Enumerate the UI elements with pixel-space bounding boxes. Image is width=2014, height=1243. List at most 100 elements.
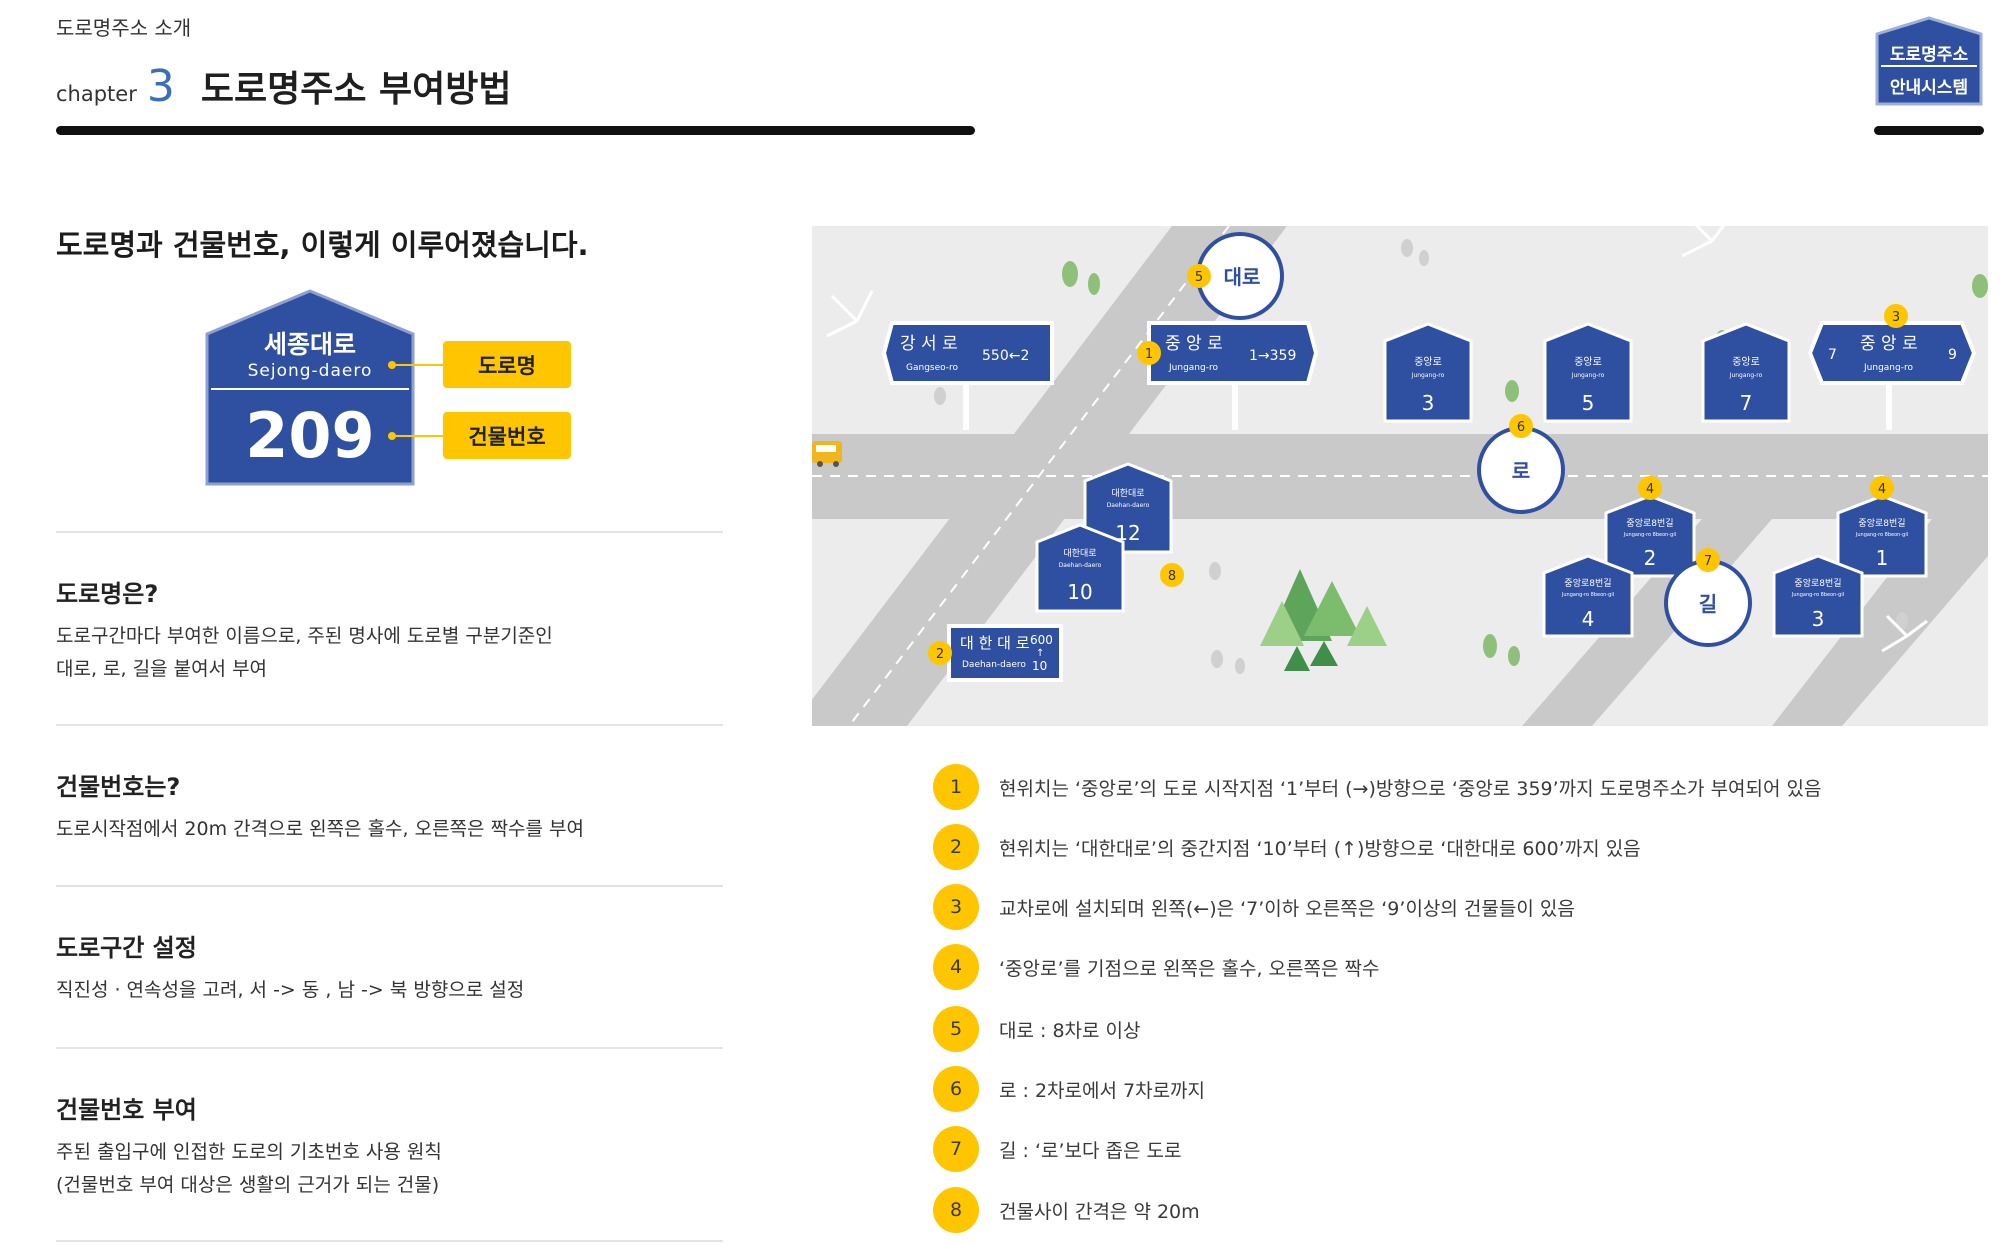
svg-text:4: 4 — [1878, 482, 1886, 497]
diagonal-road-gil-2 — [1772, 519, 1988, 726]
chapter-number: 3 — [146, 61, 175, 112]
house-number: 4 — [1582, 607, 1595, 631]
legend-item: 8 건물사이 간격은 약 20m — [933, 1185, 1200, 1235]
svg-text:중앙로8번길: 중앙로8번길 — [1794, 577, 1841, 589]
chapter-label: chapter — [56, 82, 137, 106]
legend-item: 3 교차로에 설치되며 왼쪽(←)은 ‘7’이하 오른쪽은 ‘9’이상의 건물들… — [933, 882, 1575, 932]
legend-item: 2 현위치는 ‘대한대로’의 중간지점 ‘10’부터 (↑)방향으로 ‘대한대로… — [933, 822, 1641, 872]
legend-item: 6 로 : 2차로에서 7차로까지 — [933, 1064, 1205, 1114]
house-number: 7 — [1740, 391, 1753, 415]
windmill-icon — [826, 226, 1928, 653]
svg-text:4: 4 — [1646, 482, 1654, 497]
house-number: 3 — [1812, 607, 1825, 631]
svg-text:중앙로8번길: 중앙로8번길 — [1858, 517, 1905, 529]
house-plate-jungang-7: 중앙로 Jungang-ro 7 — [1701, 322, 1791, 423]
legend-text: 로 : 2차로에서 7차로까지 — [999, 1079, 1206, 1102]
legend-number: 4 — [933, 944, 979, 990]
svg-text:Daehan-daero: Daehan-daero — [1107, 502, 1150, 509]
legend-number: 3 — [933, 884, 979, 930]
svg-text:6: 6 — [1517, 420, 1525, 435]
legend-text: 대로 : 8차로 이상 — [999, 1019, 1141, 1042]
circle-daero: 대로 — [1196, 232, 1284, 320]
jungang-ro-intersection-sign: 7 중 앙 로 Jungang-ro 9 — [1807, 321, 1977, 385]
map-marker-2: 2 — [928, 641, 952, 665]
callout-connectors — [388, 361, 445, 440]
bus-icon — [812, 441, 842, 467]
svg-text:3: 3 — [1892, 310, 1900, 325]
svg-text:Jungang-ro 8beon-gil: Jungang-ro 8beon-gil — [1623, 532, 1676, 538]
map-marker-4: 4 — [1638, 476, 1662, 500]
address-sign-example: 세종대로 Sejong-daero 209 — [205, 289, 415, 486]
house-plate-jungang-3: 중앙로 Jungang-ro 3 — [1383, 322, 1473, 423]
house-number: 1 — [1876, 546, 1889, 570]
divider — [56, 885, 723, 887]
svg-text:중앙로8번길: 중앙로8번길 — [1626, 517, 1673, 529]
circle-gil: 길 — [1664, 559, 1752, 647]
map-illustration: 강 서 로 Gangseo-ro 550←2 중 앙 로 Jungang-ro … — [812, 226, 1988, 726]
house-plate-gil-1: 중앙로8번길 Jungang-ro 8beon-gil 1 — [1836, 494, 1928, 578]
house-number: 10 — [1067, 580, 1092, 604]
svg-text:Jungang-ro: Jungang-ro — [1571, 372, 1605, 379]
logo-line2: 안내시스템 — [1889, 78, 1969, 98]
gangseo-en: Gangseo-ro — [906, 363, 959, 373]
svg-text:Jungang-ro: Jungang-ro — [1729, 372, 1763, 379]
intersection-ko: 중 앙 로 — [1860, 334, 1918, 354]
daehan-bottom: 10 — [1032, 659, 1047, 673]
circle-ro: 로 — [1477, 426, 1565, 514]
definition-line: 도로구간마다 부여한 이름으로, 주된 명사에 도로별 구분기준인 — [56, 625, 553, 647]
legend-item: 7 길 : ‘로’보다 좁은 도로 — [933, 1124, 1181, 1174]
svg-text:7: 7 — [1704, 554, 1712, 569]
callout-road-name: 도로명 — [443, 341, 571, 388]
daehan-en: Daehan-daero — [962, 660, 1026, 670]
legend-text: 현위치는 ‘대한대로’의 중간지점 ‘10’부터 (↑)방향으로 ‘대한대로 6… — [999, 837, 1641, 860]
map-marker-4: 4 — [1870, 476, 1894, 500]
system-logo[interactable]: 도로명주소 안내시스템 — [1875, 16, 1983, 106]
svg-text:로: 로 — [1512, 459, 1530, 483]
svg-text:대한대로: 대한대로 — [1063, 548, 1096, 559]
divider — [56, 724, 723, 726]
house-plate-gil-4: 중앙로8번길 Jungang-ro 8beon-gil 4 — [1542, 554, 1634, 638]
svg-text:길: 길 — [1699, 592, 1717, 616]
map-marker-7: 7 — [1696, 548, 1720, 572]
callout-building-number: 건물번호 — [443, 412, 571, 459]
breadcrumb[interactable]: 도로명주소 소개 — [56, 16, 192, 40]
legend-number: 7 — [933, 1126, 979, 1172]
legend-text: 건물사이 간격은 약 20m — [999, 1200, 1200, 1223]
definition-text: 도로시작점에서 20m 간격으로 왼쪽은 홀수, 오른쪽은 짝수를 부여 — [56, 813, 716, 846]
legend-item: 4 ‘중앙로’를 기점으로 왼쪽은 홀수, 오른쪽은 짝수 — [933, 942, 1379, 992]
svg-text:Jungang-ro: Jungang-ro — [1411, 372, 1445, 379]
legend-number: 6 — [933, 1066, 979, 1112]
section-heading: 도로명과 건물번호, 이렇게 이루어졌습니다. — [56, 228, 589, 262]
house-plate-gil-3: 중앙로8번길 Jungang-ro 8beon-gil 3 — [1772, 554, 1864, 638]
svg-text:대로: 대로 — [1224, 265, 1261, 289]
definition-line: 대로, 로, 길을 붙여서 부여 — [56, 658, 268, 680]
legend-text: 현위치는 ‘중앙로’의 도로 시작지점 ‘1’부터 (→)방향으로 ‘중앙로 3… — [999, 777, 1822, 800]
jungang-en: Jungang-ro — [1168, 363, 1218, 373]
definition-title: 도로명은? — [56, 580, 159, 608]
map-marker-8: 8 — [1160, 563, 1184, 587]
legend-text: 길 : ‘로’보다 좁은 도로 — [999, 1139, 1182, 1162]
house-sign-shape — [205, 289, 415, 486]
definition-text: 도로구간마다 부여한 이름으로, 주된 명사에 도로별 구분기준인 대로, 로,… — [56, 620, 716, 686]
sign-road-name-en: Sejong-daero — [247, 361, 373, 381]
gangseo-ro-sign: 강 서 로 Gangseo-ro 550←2 — [881, 321, 1054, 385]
map-marker-6: 6 — [1509, 414, 1533, 438]
svg-text:중앙로: 중앙로 — [1574, 356, 1602, 368]
divider — [56, 531, 723, 533]
svg-text:Jungang-ro 8beon-gil: Jungang-ro 8beon-gil — [1791, 592, 1844, 598]
house-plate-gil-2: 중앙로8번길 Jungang-ro 8beon-gil 2 — [1604, 494, 1696, 578]
definition-text: 직진성 · 연속성을 고려, 서 -> 동 , 남 -> 북 방향으로 설정 — [56, 974, 716, 1007]
legend-number: 1 — [933, 764, 979, 810]
page-title: 도로명주소 부여방법 — [200, 69, 512, 110]
logo-house-shape — [1875, 16, 1983, 106]
legend-text: 교차로에 설치되며 왼쪽(←)은 ‘7’이하 오른쪽은 ‘9’이상의 건물들이 … — [999, 897, 1575, 920]
svg-text:중앙로8번길: 중앙로8번길 — [1564, 577, 1611, 589]
svg-text:8: 8 — [1168, 569, 1176, 584]
house-number: 5 — [1582, 391, 1595, 415]
logo-line1: 도로명주소 — [1889, 45, 1969, 65]
sign-building-number: 209 — [245, 399, 375, 472]
svg-text:중앙로: 중앙로 — [1732, 356, 1760, 368]
sign-road-name: 세종대로 — [263, 330, 356, 359]
house-number: 3 — [1422, 391, 1435, 415]
svg-text:5: 5 — [1195, 270, 1203, 285]
